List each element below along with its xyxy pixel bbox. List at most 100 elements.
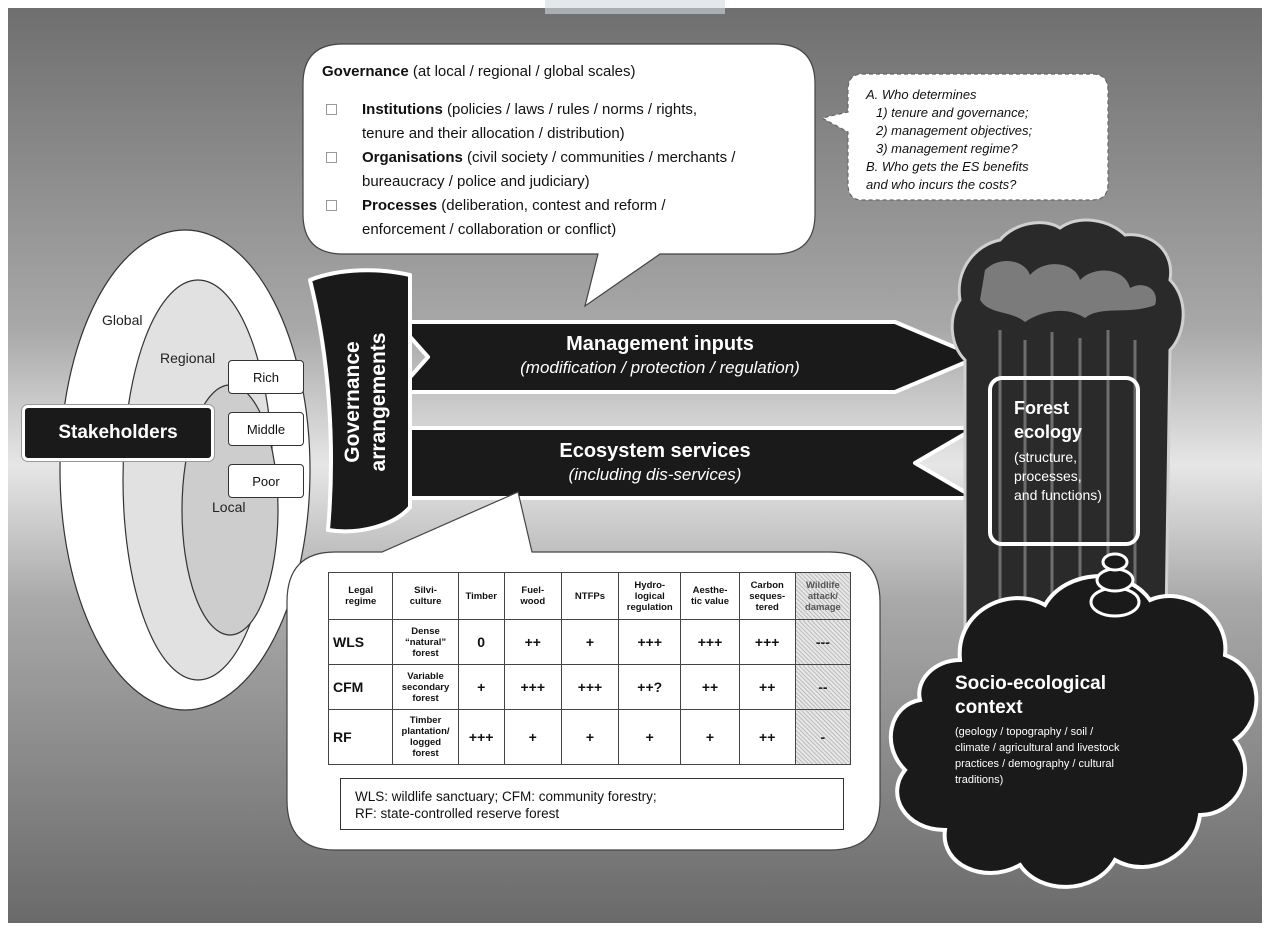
gov-item-bold: Institutions [362,101,443,118]
col-header-ntfps: NTFPs [560,572,620,620]
socio-desc-line: (geology / topography / soil / [955,726,1094,738]
middle-box: Middle [228,412,304,446]
forest-ecology-box: Forest ecology (structure, processes, an… [988,376,1140,546]
cell-fuelwood: + [503,709,562,765]
cell-ntfps: + [560,619,620,665]
cell-aesthetic: ++ [680,664,740,710]
cell-wildlife: - [794,709,852,765]
question-line: A. Who determines [866,87,977,102]
governance-text: Governance (at local / regional / global… [322,60,802,242]
management-inputs-subtitle: (modification / protection / regulation) [520,358,800,377]
cell-ntfps: +++ [560,664,620,710]
socio-ecological-text: Socio-ecological context (geology / topo… [955,672,1175,788]
cell-wildlife: --- [794,619,852,665]
cell-hydrological: + [618,709,682,765]
socio-desc: (geology / topography / soil / climate /… [955,724,1175,788]
regional-label: Regional [160,350,216,366]
thought-ring-medium [1095,567,1135,593]
governance-item-processes: Processes (deliberation, contest and ref… [322,194,802,242]
ecosystem-services-subtitle: (including dis-services) [568,465,742,484]
forest-ecology-title-2: ecology [1014,422,1083,442]
cell-aesthetic: + [680,709,740,765]
cell-wildlife: -- [794,664,852,710]
global-label: Global [102,312,143,328]
forest-ecology-desc: (structure, processes, and functions) [1014,448,1136,505]
cell-regime: CFM [327,664,394,710]
poor-box: Poor [228,464,304,498]
ecosystem-services-title: Ecosystem services [559,440,751,462]
col-header-timber: Timber [457,572,505,620]
cell-carbon: ++ [738,664,796,710]
question-line: B. Who gets the ES benefits [866,159,1029,174]
top-tab [545,0,725,14]
questions-bubble [820,73,1109,201]
forest-ecology-title-1: Forest [1014,398,1070,418]
gov-item-line1: (civil society / communities / merchants… [467,149,736,166]
cell-regime: RF [327,709,394,765]
gov-item-bold: Organisations [362,149,463,166]
forest-ecology-desc-line: (structure, [1014,449,1078,465]
cell-fuelwood: ++ [503,619,562,665]
table-row: WLS Dense“natural”forest 0 ++ + +++ +++ … [327,619,852,665]
question-line: 1) tenure and governance; [876,105,1029,120]
governance-item-organisations: Organisations (civil society / communiti… [322,146,802,194]
gov-item-line2: bureaucracy / police and judiciary) [362,173,590,190]
gov-item-line1: (deliberation, contest and reform / [441,197,666,214]
abbreviations-line1: WLS: wildlife sanctuary; CFM: community … [355,789,657,804]
questions-text: A. Who determines 1) tenure and governan… [866,86,1102,194]
col-header-fuelwood: Fuel-wood [503,572,562,620]
governance-heading-bold: Governance [322,63,409,80]
governance-arrangements-banner [308,268,412,534]
cell-regime: WLS [327,619,394,665]
gov-item-line2: enforcement / collaboration or conflict) [362,221,617,238]
gov-item-bold: Processes [362,197,438,214]
management-inputs-title: Management inputs [566,333,754,355]
question-line: 2) management objectives; [876,123,1033,138]
checkbox-icon [326,200,337,211]
cell-fuelwood: +++ [503,664,562,710]
governance-arrangements-line1: Governance [341,341,364,463]
cell-timber: + [457,664,505,710]
forest-ecology-desc-line: processes, [1014,468,1082,484]
col-header-aesthetic: Aesthe-tic value [680,572,740,620]
cell-carbon: +++ [738,619,796,665]
socio-desc-line: traditions) [955,774,1004,786]
gov-item-line1: (policies / laws / rules / norms / right… [447,101,698,118]
cell-ntfps: + [560,709,620,765]
cell-silviculture: Dense“natural”forest [392,619,459,665]
question-line: and who incurs the costs? [866,177,1017,192]
cell-carbon: ++ [738,709,796,765]
governance-heading: Governance (at local / regional / global… [322,60,802,84]
socio-title-2: context [955,697,1023,718]
management-inputs-arrow [395,320,980,394]
governance-heading-rest: (at local / regional / global scales) [412,63,636,80]
cell-hydrological: ++? [618,664,682,710]
checkbox-icon [326,152,337,163]
stakeholders-box: Stakeholders [22,405,214,461]
ecosystem-services-text: Ecosystem services (including dis-servic… [430,440,880,485]
question-line: 3) management regime? [876,141,1018,156]
checkbox-icon [326,104,337,115]
thought-ring-small [1101,552,1129,572]
governance-item-institutions: Institutions (policies / laws / rules / … [322,98,802,146]
local-label: Local [212,499,246,515]
management-inputs-text: Management inputs (modification / protec… [430,333,890,378]
gov-item-line2: tenure and their allocation / distributi… [362,125,625,142]
cell-timber: 0 [457,619,505,665]
governance-speech-bubble [302,43,816,308]
cell-timber: +++ [457,709,505,765]
socio-desc-line: practices / demography / cultural [955,758,1114,770]
socio-title-1: Socio-ecological [955,673,1106,694]
abbreviations-line2: RF: state-controlled reserve forest [355,806,560,821]
socio-desc-line: climate / agricultural and livestock [955,742,1120,754]
